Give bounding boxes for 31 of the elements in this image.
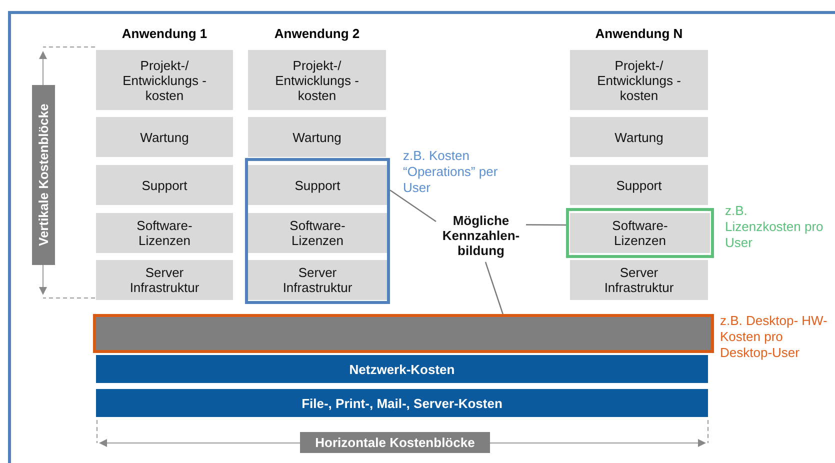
annotation-text: z.B. Desktop- HW-Kosten pro Desktop-User: [720, 313, 828, 361]
cost-box: Server Infrastruktur: [570, 260, 708, 300]
cost-box: Software-Lizenzen: [570, 213, 710, 253]
leader-line: [526, 224, 566, 226]
cost-box: Projekt-/ Entwicklungs -kosten: [570, 50, 708, 110]
leader-line: [484, 262, 504, 314]
cost-box: Server Infrastruktur: [248, 260, 387, 300]
cost-band: Netzwerk-Kosten: [96, 355, 708, 383]
axis-tag: Horizontale Kostenblöcke: [300, 432, 490, 453]
highlight-frame: [245, 158, 390, 304]
annotation-text: z.B. Kosten “Operations” per User: [403, 148, 499, 196]
annotation-text: z.B. Lizenzkosten pro User: [725, 203, 824, 251]
cost-box: Support: [248, 165, 387, 205]
cost-band: File-, Print-, Mail-, Server-Kosten: [96, 389, 708, 417]
cost-box: Software-Lizenzen: [248, 213, 387, 253]
cost-box: Wartung: [96, 117, 233, 157]
column-heading: Anwendung 2: [273, 26, 361, 41]
leader-line: [390, 190, 436, 222]
note-text: Mögliche Kennzahlen- bildung: [436, 208, 526, 262]
cost-box: Projekt-/ Entwicklungs -kosten: [248, 50, 386, 110]
column-heading: Anwendung 1: [120, 26, 208, 41]
cost-box: Support: [96, 165, 233, 205]
cost-box: Projekt-/ Entwicklungs -kosten: [96, 50, 233, 110]
cost-box: Software-Lizenzen: [96, 213, 233, 253]
cost-bar: [93, 314, 714, 353]
cost-box: Wartung: [570, 117, 708, 157]
cost-box: Support: [570, 165, 708, 205]
cost-box: Server Infrastruktur: [96, 260, 233, 300]
cost-box: Wartung: [248, 117, 386, 157]
column-heading: Anwendung N: [594, 26, 684, 41]
axis-tag: Vertikale Kostenblöcke: [32, 85, 55, 265]
